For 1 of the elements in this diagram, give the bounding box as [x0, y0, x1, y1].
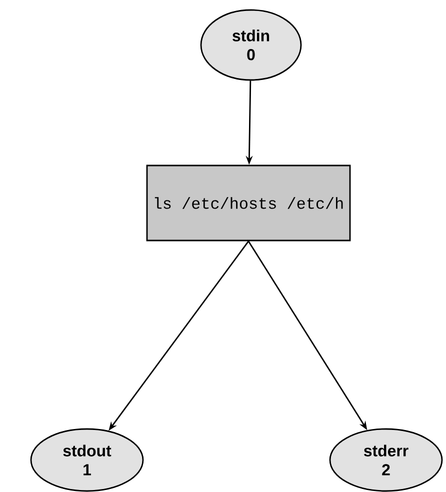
command-box: ls /etc/hosts /etc/h: [146, 164, 351, 242]
